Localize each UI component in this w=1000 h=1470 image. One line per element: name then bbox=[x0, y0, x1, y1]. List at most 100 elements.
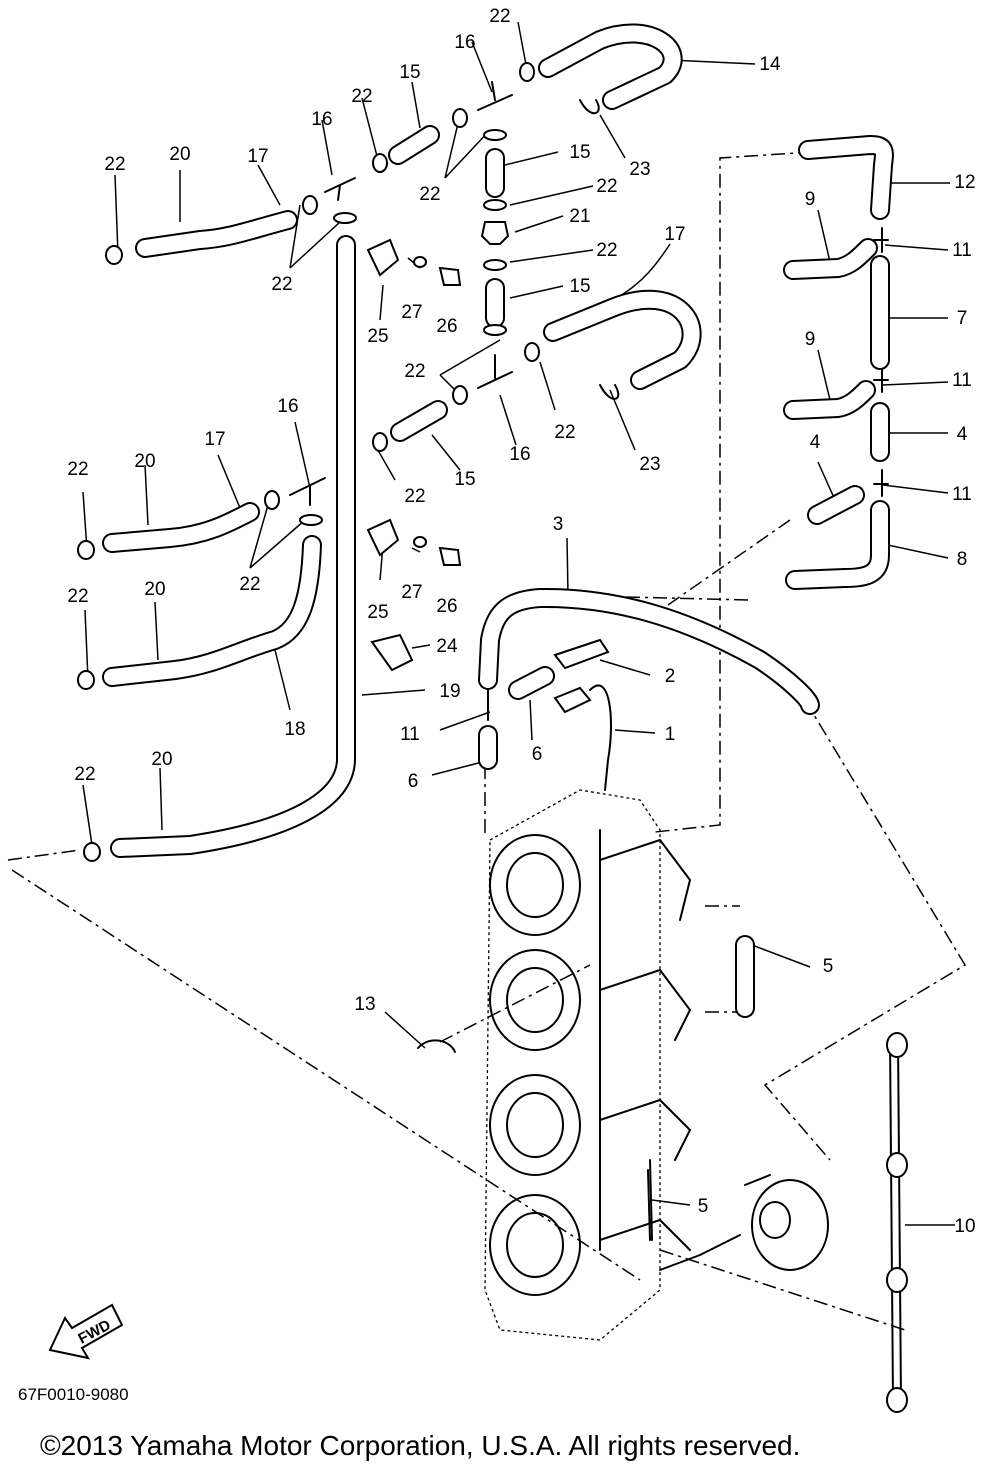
callout-22: 22 bbox=[404, 361, 425, 382]
clamp-22 bbox=[77, 540, 95, 560]
callout-13: 13 bbox=[354, 994, 375, 1015]
callout-22: 22 bbox=[351, 86, 372, 107]
clip-13 bbox=[417, 1039, 456, 1053]
callout-14: 14 bbox=[759, 54, 781, 75]
bolt-26 bbox=[438, 266, 462, 286]
clamp-22 bbox=[483, 324, 507, 336]
clamp-22 bbox=[519, 62, 535, 82]
callout-9: 9 bbox=[805, 189, 816, 210]
callout-20: 20 bbox=[134, 451, 155, 472]
callout-22: 22 bbox=[489, 6, 510, 27]
callout-17: 17 bbox=[204, 429, 225, 450]
fuel-filter-21 bbox=[480, 221, 510, 245]
wire-clip-23 bbox=[599, 384, 620, 400]
callout-15: 15 bbox=[454, 469, 475, 490]
callout-15: 15 bbox=[569, 142, 590, 163]
carburetor-1 bbox=[489, 834, 581, 936]
callout-11: 11 bbox=[952, 370, 972, 391]
copyright-notice: ©2013 Yamaha Motor Corporation, U.S.A. A… bbox=[40, 1430, 800, 1461]
callout-5: 5 bbox=[823, 956, 834, 977]
holder-25 bbox=[366, 518, 400, 557]
callout-21: 21 bbox=[569, 206, 590, 227]
hose-20-18 bbox=[102, 535, 322, 687]
callout-22: 22 bbox=[67, 459, 88, 480]
callout-labels: 22 16 14 15 22 16 23 22 20 17 15 22 22 2… bbox=[67, 6, 975, 1237]
hose-14 bbox=[538, 23, 683, 110]
clamp-22 bbox=[299, 514, 323, 526]
callout-17: 17 bbox=[664, 224, 685, 245]
clamp-22 bbox=[83, 842, 101, 862]
fuel-pump-2 bbox=[553, 638, 610, 670]
callout-1: 1 bbox=[665, 724, 676, 745]
clamp-22 bbox=[77, 670, 95, 690]
callout-20: 20 bbox=[151, 749, 172, 770]
callout-22: 22 bbox=[104, 154, 125, 175]
callout-12: 12 bbox=[954, 172, 975, 193]
hose-15-top bbox=[388, 125, 440, 165]
callout-11: 11 bbox=[400, 724, 420, 745]
hose-17-right bbox=[543, 289, 702, 390]
hose-9-lower bbox=[783, 380, 876, 420]
carburetor-block bbox=[484, 789, 829, 1341]
carburetor-4 bbox=[489, 1194, 581, 1296]
hose-12 bbox=[798, 135, 894, 220]
clamp-22 bbox=[452, 385, 468, 405]
hose-3 bbox=[478, 587, 820, 715]
callout-16: 16 bbox=[454, 32, 475, 53]
clamp-22 bbox=[483, 129, 507, 141]
hose-6-upper bbox=[508, 666, 555, 700]
callout-15: 15 bbox=[399, 62, 420, 83]
clamp-22 bbox=[333, 212, 357, 224]
callout-7: 7 bbox=[957, 308, 968, 329]
callout-9: 9 bbox=[805, 329, 816, 350]
callout-6: 6 bbox=[532, 744, 543, 765]
hose-15-mid bbox=[390, 400, 448, 442]
joint-16 bbox=[324, 177, 356, 201]
callout-8: 8 bbox=[957, 549, 968, 570]
callout-18: 18 bbox=[284, 719, 305, 740]
washer-27 bbox=[413, 536, 427, 548]
hose-20-17-lower bbox=[102, 502, 260, 553]
clamp-22 bbox=[372, 153, 388, 173]
connector-1 bbox=[553, 686, 592, 714]
joint-11 bbox=[873, 369, 889, 393]
callout-26: 26 bbox=[436, 316, 457, 337]
callout-27: 27 bbox=[401, 582, 422, 603]
callout-22: 22 bbox=[596, 240, 617, 261]
callout-16: 16 bbox=[509, 444, 530, 465]
callout-19: 19 bbox=[439, 681, 460, 702]
callout-17: 17 bbox=[247, 146, 268, 167]
wire-clip-23 bbox=[579, 99, 600, 115]
callout-6: 6 bbox=[408, 771, 419, 792]
callout-20: 20 bbox=[169, 144, 190, 165]
joint-16 bbox=[477, 81, 513, 111]
callout-5: 5 bbox=[698, 1196, 709, 1217]
hose-4-left bbox=[807, 485, 865, 525]
callout-23: 23 bbox=[629, 159, 650, 180]
callout-26: 26 bbox=[436, 596, 457, 617]
callout-25: 25 bbox=[367, 602, 388, 623]
callout-4: 4 bbox=[957, 424, 968, 445]
clamp-22 bbox=[302, 195, 318, 215]
clamp-22 bbox=[452, 108, 468, 128]
holder-25 bbox=[366, 238, 400, 277]
callout-11: 11 bbox=[952, 484, 972, 505]
callout-27: 27 bbox=[401, 302, 422, 323]
callout-15: 15 bbox=[569, 276, 590, 297]
clamp-22 bbox=[105, 245, 123, 265]
callout-22: 22 bbox=[271, 274, 292, 295]
callout-22: 22 bbox=[419, 184, 440, 205]
carburetor-3 bbox=[489, 1074, 581, 1176]
clamp-22 bbox=[372, 432, 388, 452]
carburetor-2 bbox=[489, 949, 581, 1051]
joint-11 bbox=[873, 227, 889, 253]
link-rod-10 bbox=[886, 1032, 908, 1413]
callout-16: 16 bbox=[277, 396, 298, 417]
callout-11: 11 bbox=[952, 240, 972, 261]
callout-20: 20 bbox=[144, 579, 165, 600]
callout-3: 3 bbox=[553, 514, 564, 535]
callout-22: 22 bbox=[596, 176, 617, 197]
clamp-22 bbox=[483, 259, 507, 271]
fittings bbox=[77, 62, 889, 1053]
